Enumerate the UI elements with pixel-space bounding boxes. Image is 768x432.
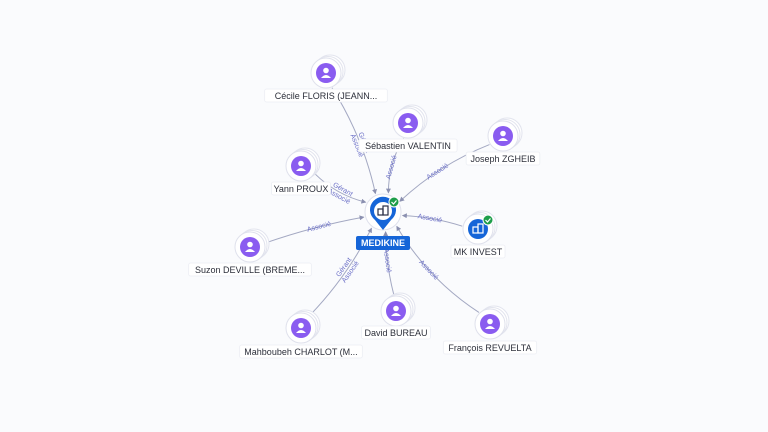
node-label: Joseph ZGHEIB — [470, 154, 535, 164]
node-label: Sébastien VALENTIN — [365, 141, 451, 151]
edge-label-joseph: Associé — [426, 162, 451, 181]
node-sebastien[interactable]: Sébastien VALENTIN — [358, 104, 458, 153]
node-label-bg — [465, 151, 541, 166]
node-label: Mahboubeh CHARLOT (M... — [244, 347, 357, 357]
node-mkinvest[interactable]: MK INVEST — [450, 210, 506, 259]
node-yann[interactable]: Yann PROUX — [271, 147, 331, 196]
edge-label-text: Associé — [385, 154, 398, 180]
edge-mkinvest — [401, 213, 463, 227]
node-suzon[interactable]: Suzon DEVILLE (BREME... — [188, 228, 312, 277]
center-node[interactable]: MEDIKINE — [356, 193, 410, 250]
node-cecile[interactable]: Cécile FLORIS (JEANN... — [264, 54, 388, 103]
node-label: Suzon DEVILLE (BREME... — [195, 265, 305, 275]
check-icon — [391, 200, 397, 205]
node-label: Yann PROUX — [274, 184, 329, 194]
node-label: François REVUELTA — [448, 343, 531, 353]
person-icon — [403, 117, 413, 128]
node-francois[interactable]: François REVUELTA — [442, 305, 538, 355]
edge-label-text: Associé — [417, 259, 439, 282]
node-label-bg — [361, 325, 431, 340]
node-label-bg — [442, 340, 538, 355]
edge-label-text: Associé — [426, 162, 451, 181]
edge-suzon — [265, 215, 365, 244]
person-icon — [321, 67, 331, 78]
edge-label-text: Associé — [306, 221, 332, 234]
check-icon — [485, 218, 491, 223]
person-icon — [296, 322, 306, 333]
node-label: MK INVEST — [454, 247, 503, 257]
node-label-bg — [271, 181, 331, 196]
node-mahboubeh[interactable]: Mahboubeh CHARLOT (M... — [239, 309, 363, 359]
person-icon — [485, 318, 495, 329]
node-david[interactable]: David BUREAU — [361, 292, 431, 340]
node-label: David BUREAU — [364, 328, 427, 338]
edge-yann — [314, 173, 367, 204]
node-label-bg — [358, 138, 458, 153]
edge-joseph — [399, 144, 490, 202]
building-icon — [472, 223, 484, 234]
node-label-bg — [264, 88, 388, 103]
verified-icon — [388, 196, 400, 208]
person-icon — [296, 160, 306, 171]
edge-label-text: Associé — [417, 213, 442, 224]
edge-label-francois: Associé — [417, 259, 439, 282]
node-label: Cécile FLORIS (JEANN... — [275, 91, 378, 101]
edge-label-sebastien: Associé — [385, 154, 398, 180]
node-label-bg — [188, 262, 312, 277]
center-label: MEDIKINE — [361, 238, 405, 248]
person-icon — [245, 241, 255, 252]
building-icon — [377, 205, 389, 216]
edge-label-suzon: Associé — [306, 221, 332, 234]
person-icon — [498, 130, 508, 141]
edge-label-text: Associé — [382, 248, 392, 273]
center-label-bg — [356, 236, 410, 250]
node-label-bg — [450, 244, 506, 259]
node-label-bg — [239, 344, 363, 359]
edge-label-mkinvest: Associé — [417, 213, 442, 224]
person-icon — [391, 305, 401, 316]
verified-icon — [482, 214, 494, 226]
node-joseph[interactable]: Joseph ZGHEIB — [465, 117, 541, 166]
edge-label-david: Associé — [382, 248, 392, 273]
